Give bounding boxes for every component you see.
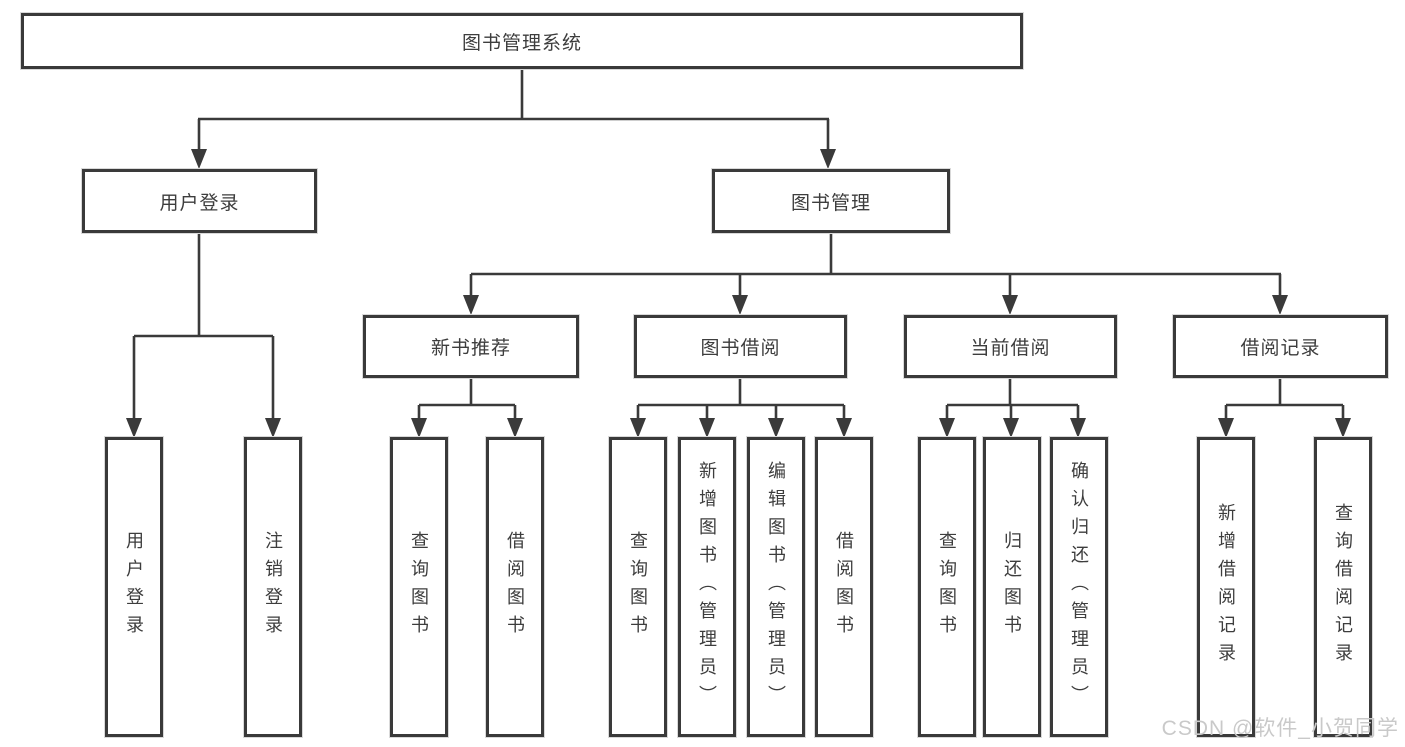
node-root: 图书管理系统 xyxy=(21,13,1023,69)
leaf-newbooks-query: 查询图书 xyxy=(390,437,448,737)
leaf-records-query-label: 查询借阅记录 xyxy=(1333,503,1353,671)
leaf-records-add: 新增借阅记录 xyxy=(1197,437,1255,737)
leaf-user-login-label: 用户登录 xyxy=(124,531,144,643)
node-user-login: 用户登录 xyxy=(82,169,317,233)
node-book-mgmt-label: 图书管理 xyxy=(790,192,871,214)
leaf-records-query: 查询借阅记录 xyxy=(1314,437,1372,737)
node-book-mgmt: 图书管理 xyxy=(712,169,950,233)
leaf-borrow-query: 查询图书 xyxy=(609,437,667,737)
arrowhead-group xyxy=(126,149,1351,438)
node-new-books-label: 新书推荐 xyxy=(430,338,511,359)
leaf-current-return: 归还图书 xyxy=(983,437,1041,737)
node-root-label: 图书管理系统 xyxy=(461,32,582,54)
node-borrow-records: 借阅记录 xyxy=(1173,315,1388,378)
leaf-newbooks-borrow: 借阅图书 xyxy=(486,437,544,737)
node-new-books: 新书推荐 xyxy=(363,315,579,378)
leaf-borrow-add-label: 新增图书（管理员） xyxy=(697,461,717,713)
leaf-newbooks-query-label: 查询图书 xyxy=(409,531,429,643)
leaf-current-confirm: 确认归还（管理员） xyxy=(1050,437,1108,737)
leaf-current-query-label: 查询图书 xyxy=(937,531,957,643)
node-current-borrow-label: 当前借阅 xyxy=(970,338,1051,359)
leaf-borrow-edit: 编辑图书（管理员） xyxy=(747,437,805,737)
leaf-current-confirm-label: 确认归还（管理员） xyxy=(1069,461,1089,713)
leaf-borrow-query-label: 查询图书 xyxy=(628,531,648,643)
leaf-user-login: 用户登录 xyxy=(105,437,163,737)
node-borrow-records-label: 借阅记录 xyxy=(1240,338,1321,359)
node-book-borrow: 图书借阅 xyxy=(634,315,847,378)
leaf-borrow-borrow: 借阅图书 xyxy=(815,437,873,737)
csdn-watermark: CSDN @软件_小贺同学 xyxy=(1161,717,1399,740)
node-book-borrow-label: 图书借阅 xyxy=(700,338,781,359)
leaf-logout-label: 注销登录 xyxy=(263,531,283,643)
leaf-borrow-borrow-label: 借阅图书 xyxy=(834,531,854,643)
leaf-borrow-add: 新增图书（管理员） xyxy=(678,437,736,737)
leaf-borrow-edit-label: 编辑图书（管理员） xyxy=(766,461,786,713)
node-current-borrow: 当前借阅 xyxy=(904,315,1117,378)
leaf-newbooks-borrow-label: 借阅图书 xyxy=(505,531,525,643)
node-user-login-label: 用户登录 xyxy=(159,192,240,214)
leaf-records-add-label: 新增借阅记录 xyxy=(1216,503,1236,671)
leaf-current-query: 查询图书 xyxy=(918,437,976,737)
leaf-current-return-label: 归还图书 xyxy=(1002,531,1022,643)
leaf-logout: 注销登录 xyxy=(244,437,302,737)
